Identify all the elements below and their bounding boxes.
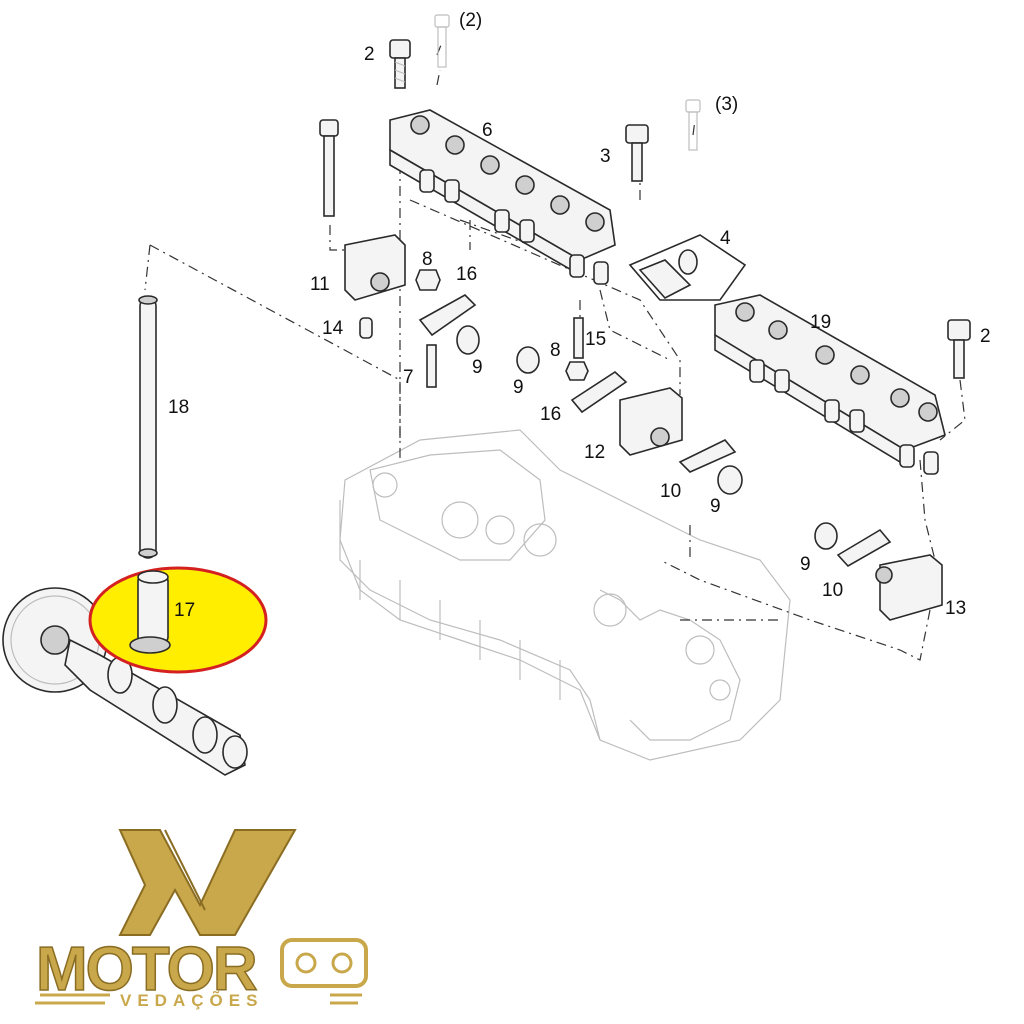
logo-word: MOTOR [36,935,257,1004]
callout-15: 15 [585,329,606,350]
callout-10b: 10 [822,580,843,601]
callout-12: 12 [584,442,605,463]
nut-8b [565,361,589,381]
callout-16b: 16 [540,404,561,425]
sleeve-14 [359,317,373,339]
callout-3: 3 [600,146,611,167]
nut-8a [415,269,441,291]
tappet-17 [129,570,171,654]
callout-4: 4 [720,228,731,249]
rocker-arm-10b [836,528,892,568]
bracket-13 [875,554,943,621]
callout-2-right: 2 [980,326,991,347]
bracket-11 [344,234,406,301]
callout-9a: 9 [472,357,483,378]
callout-19: 19 [810,312,831,333]
bolt-left-top [319,119,339,217]
rocker-shaft-assembly-6 [389,109,616,285]
rocker-arm-16a [418,294,477,337]
bolt-2-ref [434,14,450,68]
rocker-shaft-assembly-19 [714,294,946,475]
push-rod-18 [138,295,158,559]
spring-ring-9b [516,346,540,374]
cylinder-head-outline [339,429,791,761]
callout-2: 2 [364,44,375,65]
logo-mv-monogram [118,829,297,936]
callout-9b: 9 [513,377,524,398]
callout-16a: 16 [456,264,477,285]
callout-18: 18 [168,397,189,418]
stud-7 [426,344,437,388]
callout-9d: 9 [800,554,811,575]
stud-15 [573,317,584,359]
callout-3-ref: (3) [715,94,738,115]
callout-labels: (2) 2 6 (3) 3 4 19 2 11 8 16 14 15 8 9 9… [168,10,991,621]
callout-14: 14 [322,318,344,339]
callout-6: 6 [482,120,493,141]
callout-17: 17 [174,600,195,621]
rocker-arm-10a [678,439,737,473]
logo-subtitle: VEDAÇÕES [120,990,263,1010]
bolt-3 [625,124,649,182]
callout-8a: 8 [422,249,433,270]
callout-11: 11 [310,274,330,295]
callout-10a: 10 [660,481,681,502]
bolt-2-right [947,319,971,379]
callout-9c: 9 [710,496,721,517]
callout-2-ref: (2) [459,10,482,31]
motor-vedacoes-logo: MOTOR VEDAÇÕES [35,829,368,1010]
logo-gasket-icon [280,938,368,988]
bolt-2-top [389,39,411,89]
spring-ring-9c [717,465,743,495]
bushing-kit-4 [628,234,747,301]
callout-7: 7 [403,367,414,388]
bolt-3-ref [685,99,701,151]
callout-8b: 8 [550,340,561,361]
rocker-arm-16b [570,370,628,414]
callout-13: 13 [945,598,966,619]
spring-ring-9a [456,325,480,355]
bracket-12 [619,387,683,456]
spring-ring-9d [814,522,838,550]
